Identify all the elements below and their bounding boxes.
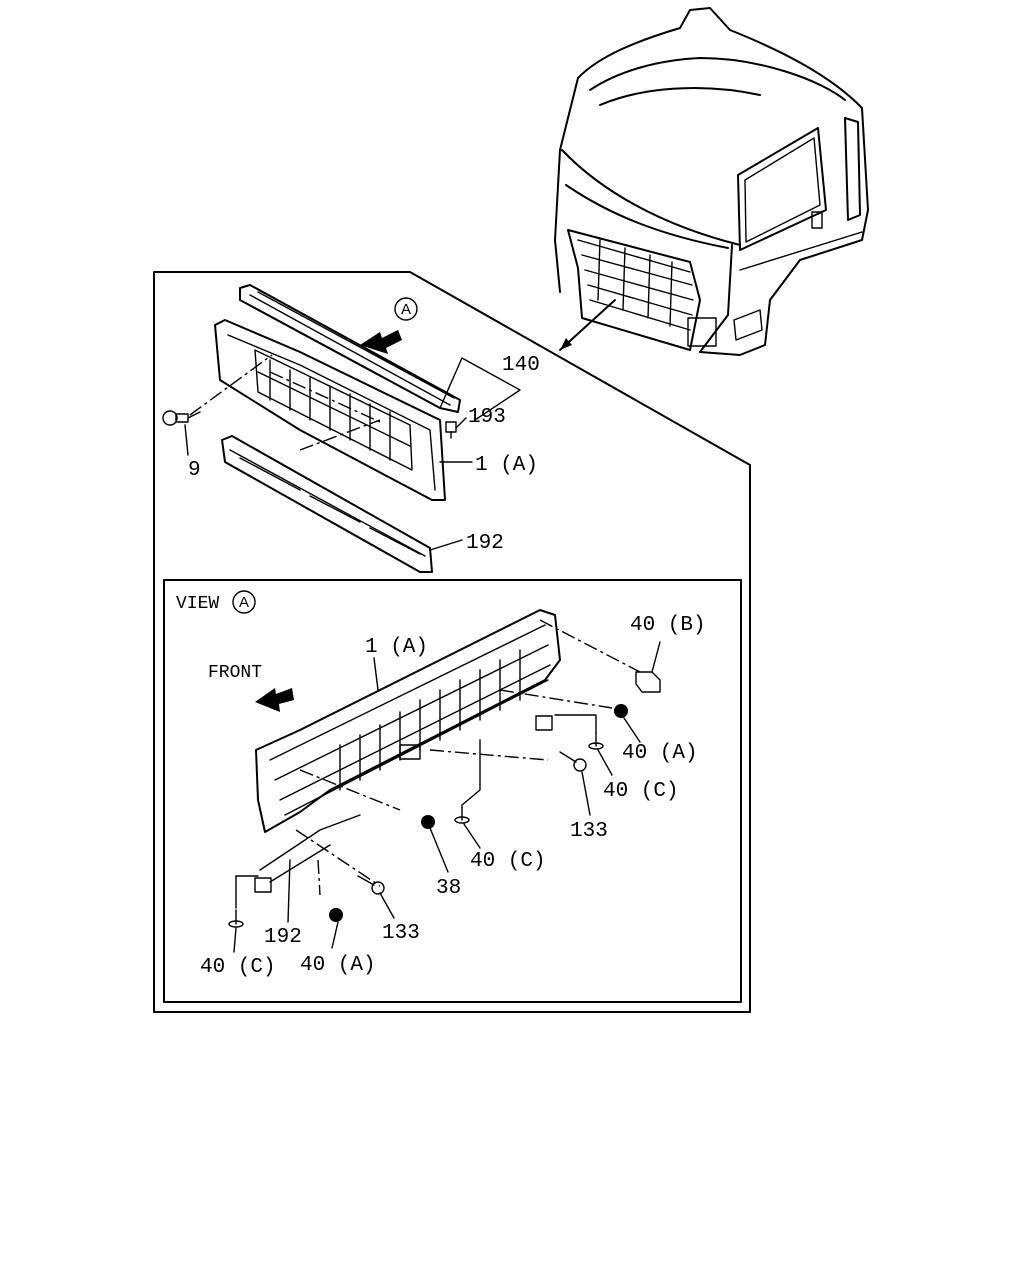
view-callout-38: 38 (436, 877, 461, 900)
callout-193: 193 (468, 406, 506, 429)
view-callout-133-right: 133 (570, 820, 608, 843)
view-title: VIEW (176, 594, 219, 614)
view-callout-40c-right: 40 (C) (603, 780, 679, 803)
view-a-detail: VIEW A FRONT (176, 590, 706, 979)
callout-192-top: 192 (466, 532, 504, 555)
view-callout-40c-left: 40 (C) (200, 956, 276, 979)
garnish-strip-140 (239, 284, 461, 413)
bolt-133-left-icon (357, 875, 385, 895)
view-callout-40a-right: 40 (A) (622, 742, 698, 765)
truck-cab-illustration (554, 7, 869, 356)
view-callout-1a: 1 (A) (365, 636, 428, 659)
view-callout-133-left: 133 (382, 922, 420, 945)
front-arrow-icon (255, 688, 294, 712)
view-callout-40c-mid: 40 (C) (470, 850, 546, 873)
screw-40c-right-icon (588, 732, 604, 750)
view-callout-40a-left: 40 (A) (300, 954, 376, 977)
clip-193-icon (445, 421, 457, 439)
clip-40b-icon (635, 671, 661, 693)
exploded-view-upper: A 140 193 9 1 (A) 192 (162, 284, 540, 573)
callout-140: 140 (502, 354, 540, 377)
view-callout-192: 192 (264, 926, 302, 949)
callout-1a-top: 1 (A) (475, 454, 538, 477)
detail-frame (153, 271, 751, 1013)
nut-38-icon (421, 815, 435, 829)
grille-rear-view (254, 609, 561, 893)
nut-40a-right-icon (614, 704, 628, 718)
front-label: FRONT (208, 663, 262, 683)
lower-grille-192 (221, 435, 433, 573)
view-marker-circle (394, 297, 418, 321)
bolt-133-right-icon (559, 751, 587, 772)
view-title-marker: A (239, 594, 249, 611)
screw-9-icon (162, 410, 201, 426)
view-marker-label: A (401, 301, 411, 318)
grille-1a (214, 319, 446, 501)
screw-40c-left-icon (228, 909, 244, 928)
nut-40a-left-icon (329, 908, 343, 922)
view-direction-arrow (360, 330, 402, 354)
screw-40c-mid-icon (454, 805, 470, 824)
callout-9: 9 (188, 459, 201, 482)
view-a-frame (163, 579, 742, 1003)
view-title-marker-circle (232, 590, 256, 614)
view-callout-40b: 40 (B) (630, 614, 706, 637)
